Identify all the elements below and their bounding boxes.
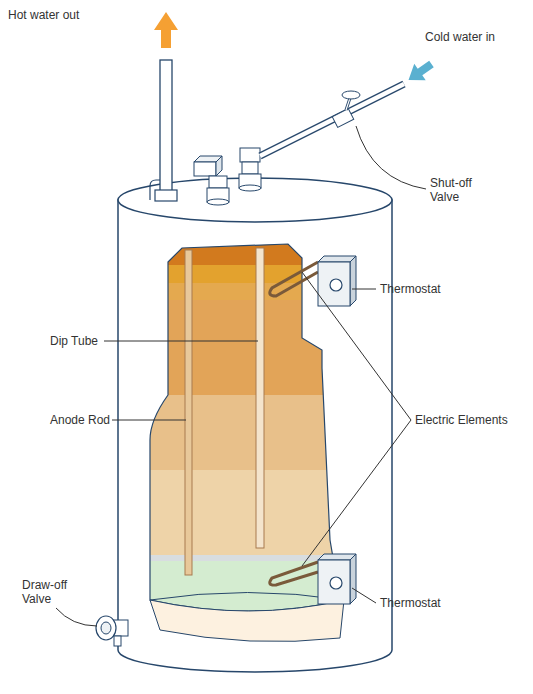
part-label: Cold water in [425, 30, 525, 44]
tank-body [118, 200, 392, 672]
fitting-nut [242, 162, 258, 174]
tank-floor-rim [150, 593, 344, 601]
part-label: Thermostat [380, 282, 480, 296]
shut-off-valve [332, 91, 360, 127]
valve-cap-inner [101, 622, 111, 634]
part-label: Electric Elements [415, 413, 530, 427]
pipe-nut [155, 190, 177, 201]
tepid-band [140, 470, 350, 555]
anode-rod [185, 250, 192, 575]
leader-line [352, 289, 376, 290]
relief-pipe [150, 180, 160, 200]
leader-line [104, 341, 258, 342]
leader-line [356, 126, 426, 189]
fitting-base [239, 185, 261, 191]
thermostat-side [350, 554, 356, 604]
hot-arrow [154, 12, 178, 48]
fitting-nut [240, 148, 260, 162]
valve-handle [342, 91, 360, 99]
cold-pipe [260, 84, 404, 156]
fitting-side [216, 156, 222, 176]
leader-lines [56, 126, 426, 626]
cold-pipe-inner [260, 84, 404, 156]
part-label: Dip Tube [50, 334, 120, 348]
valve-spout [114, 636, 121, 646]
water-cutaway [140, 240, 350, 621]
thermostat-front [318, 560, 350, 604]
lower-thermostat [318, 554, 356, 604]
tank-floor [150, 600, 344, 642]
thermostat-dial [330, 279, 342, 291]
thermostat-dial [330, 577, 342, 589]
fitting-nut [209, 176, 227, 188]
leader-line [56, 608, 97, 626]
lower-element [270, 562, 318, 585]
upper-element [270, 262, 318, 296]
part-label: Anode Rod [50, 413, 120, 427]
hot-pipe [160, 60, 172, 200]
upper-thermostat [318, 256, 356, 306]
part-label: Shut-off Valve [430, 176, 490, 204]
valve-cap [96, 616, 116, 640]
part-label: Thermostat [380, 596, 480, 610]
cold-arrow [403, 56, 437, 88]
part-label: Hot water out [8, 8, 128, 22]
leader-line [352, 588, 376, 603]
cutaway-edge [150, 244, 344, 611]
valve-stem-inner [346, 98, 350, 110]
dip-tube [256, 248, 264, 548]
leader-line [112, 420, 186, 421]
leader-line [302, 420, 411, 566]
fitting-box [194, 162, 216, 176]
draw-off-valve [96, 616, 128, 646]
valve-body [332, 109, 353, 128]
top-fittings [194, 148, 261, 205]
valve-stem [346, 98, 350, 110]
part-label: Draw-off Valve [22, 578, 80, 606]
warm-band [140, 395, 350, 470]
thermostat-side [350, 256, 356, 306]
fitting-base [207, 199, 229, 205]
